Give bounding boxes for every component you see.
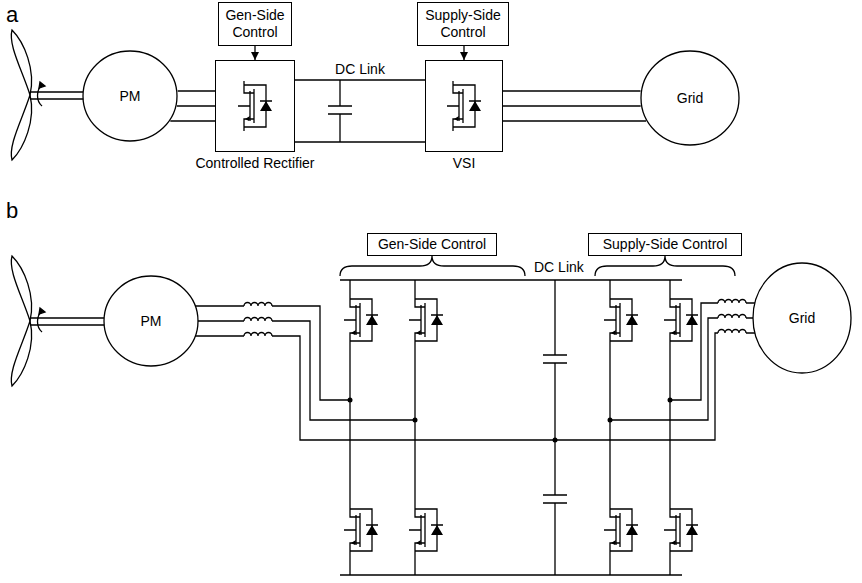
- connector-line: [503, 90, 641, 91]
- junction-dot: [348, 398, 353, 403]
- node-text: VSI: [404, 155, 524, 172]
- rotation-arrowhead: [39, 82, 45, 88]
- node-outline: [104, 276, 198, 366]
- wind-turbine: [11, 30, 90, 160]
- turbine-blade: [11, 95, 31, 160]
- control-bracket: [595, 256, 735, 276]
- converter-box: VSI: [425, 60, 503, 152]
- node-text: PM: [141, 313, 162, 330]
- inductor-symbol: [718, 330, 746, 334]
- connector-line: [177, 105, 215, 106]
- converter-box: Controlled Rectifier: [215, 60, 295, 152]
- grid-circle: Grid: [752, 262, 852, 374]
- edge-label: DC Link: [333, 61, 387, 77]
- wind-turbine: [11, 256, 110, 386]
- bridge-leg: [350, 280, 670, 575]
- node-text: Supply-Side Control: [424, 7, 502, 41]
- node-text: Supply-Side Control: [595, 236, 735, 253]
- node-text: Grid: [677, 90, 703, 107]
- node-outline: [753, 263, 851, 373]
- generator-circle: PM: [82, 50, 178, 142]
- connector-line: [503, 120, 646, 121]
- panel-letter: b: [6, 198, 18, 223]
- node-text: Controlled Rectifier: [195, 155, 315, 172]
- dc-link-label: DC Link: [534, 259, 584, 275]
- connector: [464, 46, 465, 60]
- switch-symbol: [409, 295, 443, 345]
- connector: [295, 80, 425, 142]
- connector-line: [503, 105, 641, 106]
- switch-symbol: [409, 505, 443, 555]
- panel-letter: a: [6, 2, 18, 27]
- node-text: PM: [120, 88, 141, 105]
- switch-symbol: [447, 81, 481, 131]
- generator-wire: [180, 306, 555, 440]
- switch-symbol: [344, 505, 378, 555]
- control-bracket: [340, 256, 525, 276]
- inductor-symbol: [244, 318, 272, 322]
- switch-symbol: [344, 295, 378, 345]
- inductor-symbol: [244, 303, 272, 307]
- control-box: Supply-Side Control: [417, 2, 509, 46]
- generator-circle: PM: [103, 275, 199, 367]
- dc-link-capacitor: [543, 280, 567, 575]
- dc-rail: [340, 280, 682, 575]
- connector: [503, 91, 646, 121]
- junction-dot: [553, 438, 558, 443]
- control-box: Supply-Side Control: [588, 233, 742, 256]
- switch-symbol: [238, 81, 272, 131]
- node-text: Grid: [789, 310, 815, 327]
- rotation-arrowhead: [39, 308, 45, 314]
- switch-symbol: [664, 295, 698, 345]
- turbine-blade: [11, 30, 31, 95]
- inductor-symbol: [244, 333, 272, 337]
- switch-symbol: [604, 295, 638, 345]
- junction-dot: [413, 418, 418, 423]
- junction-dot: [348, 398, 673, 443]
- node-text: Gen-Side Control: [225, 7, 285, 41]
- turbine-shaft: [30, 92, 90, 99]
- node-text: Gen-Side Control: [374, 236, 490, 253]
- control-box: Gen-Side Control: [218, 2, 292, 46]
- inductor-symbol: [718, 315, 746, 319]
- connector-line: [254, 46, 255, 60]
- connector-line: [463, 46, 464, 60]
- node-outline: [83, 51, 177, 141]
- connector-line: [170, 120, 215, 121]
- connector-line: [295, 141, 425, 142]
- switch-symbol: [664, 505, 698, 555]
- dc-link-capacitor: [328, 80, 352, 142]
- connector-line: [178, 90, 215, 91]
- junction-dot: [668, 398, 673, 403]
- switch-symbol: [604, 505, 638, 555]
- grid-circle: Grid: [640, 50, 740, 146]
- control-box: Gen-Side Control: [367, 233, 497, 256]
- junction-dot: [608, 418, 613, 423]
- turbine-blade: [11, 256, 31, 321]
- connector: [255, 46, 256, 60]
- turbine-shaft: [30, 318, 110, 325]
- connector-line: [295, 79, 425, 80]
- node-outline: [641, 51, 739, 145]
- turbine-blade: [11, 321, 31, 386]
- inductor-symbol: [718, 300, 746, 304]
